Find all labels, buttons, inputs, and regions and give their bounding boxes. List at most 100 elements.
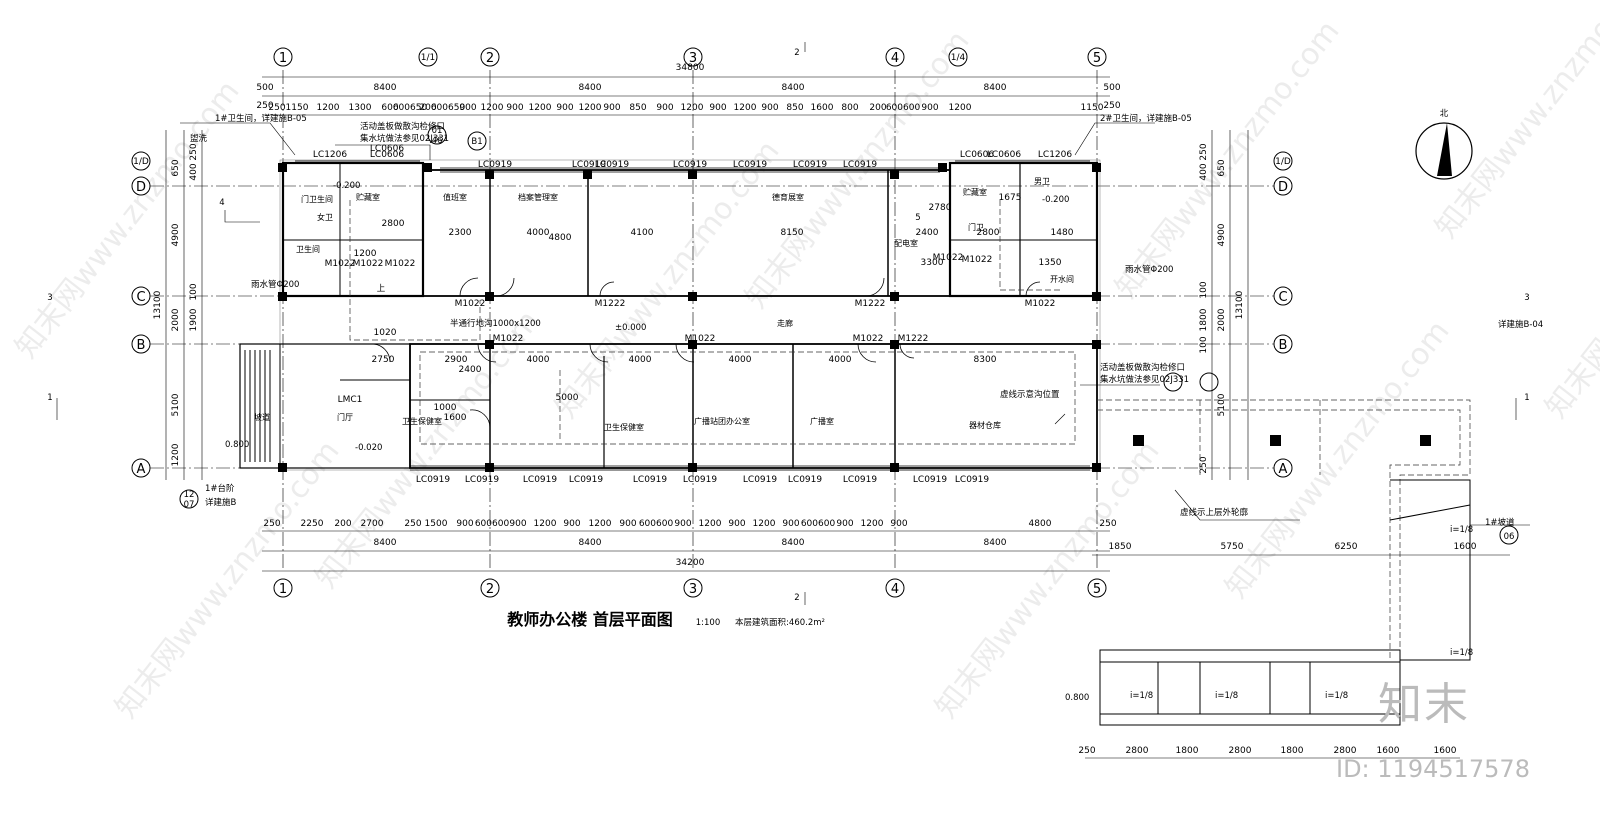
drawing-scale: 1:100 <box>696 618 721 628</box>
bottom-detail-dim-8: 900 <box>509 519 526 529</box>
window-label-8: LC0919 <box>793 160 827 170</box>
floor-area-label: 本层建筑面积:460.2m² <box>735 617 825 628</box>
note-toilet-left: 1#卫生间，详建施B-05 <box>215 113 307 124</box>
right-bay-dim-2: 2000 <box>1217 308 1227 331</box>
left-detail-dim-1: 400 <box>189 163 199 180</box>
note-wash: 盥洗 <box>190 133 208 144</box>
note-detail-ref: 详建施B <box>205 497 237 508</box>
room-dim-23: 1675 <box>999 193 1022 203</box>
window-label-20: LC0919 <box>788 475 822 485</box>
room-label-3: 德育展室 <box>772 192 804 202</box>
bottom-bay-dim-3: 8400 <box>984 538 1007 548</box>
door-label-5: M1022 <box>1025 299 1056 309</box>
note-cut4: 4 <box>219 198 224 208</box>
room-label-18: 门厅 <box>337 412 353 422</box>
grid-col-bottom-2: 2 <box>486 582 494 597</box>
room-label-16: 开水间 <box>1050 274 1074 284</box>
top-edge-dim-3: 500 <box>1103 83 1120 93</box>
note-level0: ±0.000 <box>615 323 646 333</box>
bottom-detail-dim-24: 250 <box>1099 519 1116 529</box>
note-toilet-right: 2#卫生间，详建施B-05 <box>1100 113 1192 124</box>
top-detail-dim-25: 600600 <box>886 103 921 113</box>
grid-row-left-3: D <box>136 180 146 195</box>
room-dim-5: 8150 <box>781 228 804 238</box>
left-bay-dim-1: 4900 <box>171 223 181 246</box>
room-dim-3: 4800 <box>549 233 572 243</box>
window-label-9: LC0919 <box>843 160 877 170</box>
room-dim-9: 1480 <box>1051 228 1074 238</box>
bottom-detail-dim-19: 600600 <box>801 519 836 529</box>
note-ramp-note: 1#坡道 <box>1485 517 1515 528</box>
window-label-23: LC0919 <box>955 475 989 485</box>
watermark-image-id: ID: 1194517578 <box>1336 755 1530 783</box>
bottom-bay-dim-2: 8400 <box>782 538 805 548</box>
bottom-detail-dim-0: 250 <box>263 519 280 529</box>
window-label-19: LC0919 <box>743 475 777 485</box>
top-detail-dim-0: 250 <box>268 103 285 113</box>
bottom-detail-dim-9: 1200 <box>534 519 557 529</box>
bottom-detail-dim-12: 900 <box>619 519 636 529</box>
note-cut-top: 2 <box>794 48 799 58</box>
room-dim-22: 1200 <box>354 249 377 259</box>
grid-col-bottom-3: 3 <box>689 582 697 597</box>
note-level-800a: 0.800 <box>225 440 249 450</box>
right-detail-dim-1: 400 <box>1199 163 1209 180</box>
door-label-10: M1022 <box>962 255 993 265</box>
note-drain-left: 雨水管Φ200 <box>251 279 299 290</box>
window-label-4: LC0919 <box>572 160 606 170</box>
door-label-9: M1222 <box>898 334 929 344</box>
watermark-text-2: 知末网www.znzmo.com <box>109 434 347 725</box>
watermark-logo: 知末 <box>1378 679 1470 730</box>
window-label-1: LC0606 <box>370 144 404 154</box>
dashed-outlines <box>349 200 1471 670</box>
watermark-text-5: 知末网www.znzmo.com <box>1109 14 1347 305</box>
right-detail-dim-2: 100 <box>1199 281 1209 298</box>
window-label-5: LC0919 <box>595 160 629 170</box>
grid-col-top-5: 5 <box>1093 51 1101 66</box>
bottom-detail-dim-6: 900 <box>456 519 473 529</box>
room-label-15: 女卫 <box>317 212 333 222</box>
bottom-detail-dim-14: 900 <box>674 519 691 529</box>
top-edge-dim-0: 500 <box>256 83 273 93</box>
bottom-detail-dim-2: 200 <box>334 519 351 529</box>
room-label-13: 男卫 <box>1034 177 1050 186</box>
top-edge-dim-2: 250 <box>1103 101 1120 111</box>
grid-sub-col-1-1: 1/1 <box>421 53 435 63</box>
door-label-11: M1022 <box>933 253 964 263</box>
room-dim-0: 2800 <box>382 219 405 229</box>
top-detail-dim-23: 800 <box>841 103 858 113</box>
grid-sub-col-1-4: 1/4 <box>951 53 966 63</box>
window-label-13: LC0919 <box>416 475 450 485</box>
bottom-detail-dim-10: 900 <box>563 519 580 529</box>
bottom-detail-dim-4: 250 <box>404 519 421 529</box>
window-label-11: LC0606 <box>987 150 1021 160</box>
window-marks <box>295 160 1090 471</box>
left-bay-dim-0: 650 <box>171 159 181 176</box>
note-upper-outline: 虚线示上层外轮廓 <box>1180 507 1249 518</box>
room-dim-14: 4000 <box>729 355 752 365</box>
top-detail-dim-1: 1150 <box>286 103 309 113</box>
room-label-1: 值班室 <box>443 192 467 202</box>
grid-row-right-2: C <box>1278 290 1287 305</box>
grid-row-right-1: B <box>1279 338 1288 353</box>
top-edge-dim-1: 250 <box>256 101 273 111</box>
note-trench-label: 虚线示意沟位置 <box>1000 389 1060 400</box>
note-cut3r: 3 <box>1524 293 1529 303</box>
window-label-17: LC0919 <box>633 475 667 485</box>
window-label-15: LC0919 <box>523 475 557 485</box>
bottom-detail-dim-18: 900 <box>782 519 799 529</box>
bottom-detail-dim-17: 1200 <box>753 519 776 529</box>
top-detail-dim-22: 1600 <box>811 103 834 113</box>
window-label-0: LC1206 <box>313 150 347 160</box>
room-dim-11: 2900 <box>445 355 468 365</box>
bottom-detail-dim-3: 2700 <box>361 519 384 529</box>
room-dim-24: 3300 <box>921 258 944 268</box>
room-label-17: 卫生间 <box>296 244 320 254</box>
leader-lines <box>56 42 1530 605</box>
top-detail-dim-3: 1300 <box>349 103 372 113</box>
bottom-detail-dim-1: 2250 <box>301 519 324 529</box>
note-cut-right: 1 <box>1524 393 1529 403</box>
note-ref46: 46 <box>432 136 443 146</box>
top-bay-dim-3: 8400 <box>984 83 1007 93</box>
